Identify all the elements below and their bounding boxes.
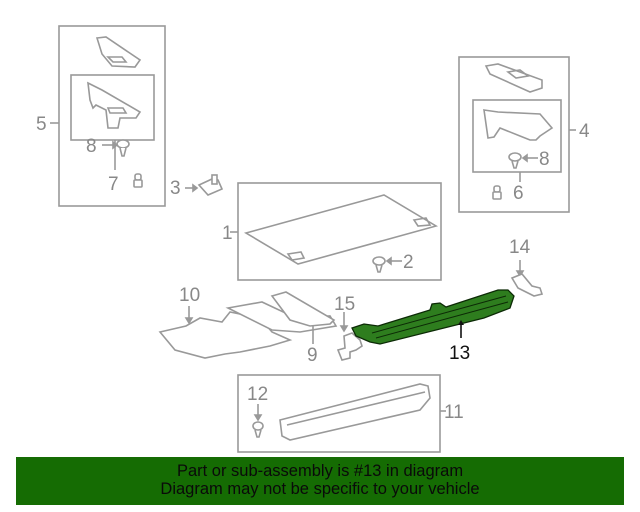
clip-icon	[116, 139, 130, 157]
callout-1: 1	[222, 223, 233, 244]
screw-icon	[492, 185, 502, 200]
part-13-highlighted[interactable]	[351, 289, 515, 345]
callout-8-right: 8	[539, 149, 550, 170]
callout-4: 4	[579, 121, 590, 142]
group-11-box	[237, 374, 441, 453]
callout-14: 14	[509, 237, 531, 258]
callout-15: 15	[334, 294, 355, 315]
callout-5: 5	[36, 114, 47, 135]
banner-line-disclaimer: Diagram may not be specific to your vehi…	[160, 480, 480, 498]
callout-9: 9	[307, 345, 318, 366]
part-info-banner: Part or sub-assembly is #13 in diagram D…	[16, 457, 624, 505]
callout-8: 8	[86, 136, 97, 157]
clip-icon	[252, 421, 264, 438]
callout-3: 3	[170, 178, 181, 199]
callout-11: 11	[444, 402, 464, 423]
clip-icon	[508, 152, 522, 169]
group-6-box	[472, 99, 562, 173]
callout-10: 10	[179, 285, 200, 306]
group-7-box	[70, 74, 155, 141]
group-4-box	[458, 56, 570, 213]
callout-13: 13	[449, 343, 470, 364]
callout-6: 6	[513, 183, 524, 204]
callout-12: 12	[247, 384, 268, 405]
callout-2: 2	[403, 252, 414, 273]
screw-icon	[133, 173, 143, 188]
clip-icon	[372, 256, 386, 273]
banner-line-part: Part or sub-assembly is #13 in diagram	[176, 462, 464, 480]
parts-diagram: 5 8 7 3 1 2 4 8 6 14 10 15 9 13 12 11	[36, 25, 590, 453]
group-5-box	[58, 25, 166, 207]
callout-7: 7	[108, 174, 119, 195]
